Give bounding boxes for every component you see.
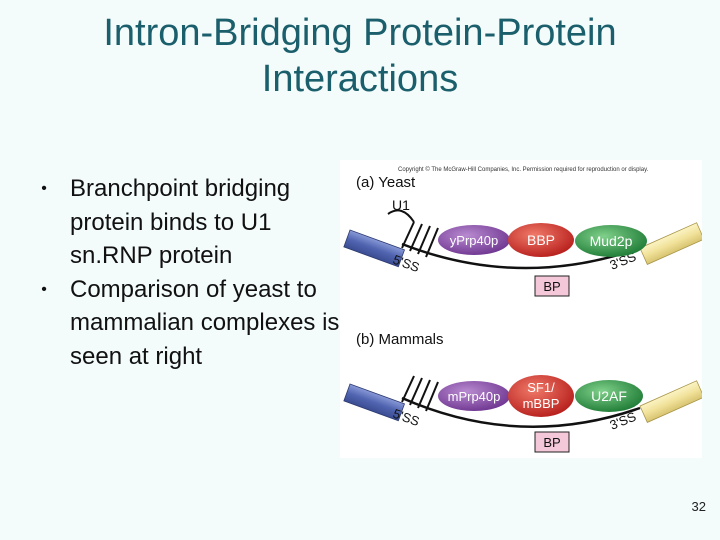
exon-right-a (639, 222, 705, 265)
mprp40p-protein (438, 381, 510, 411)
u2af-label: U2AF (591, 388, 627, 404)
bp-label-b: BP (543, 435, 560, 450)
exon-left-a (343, 229, 406, 268)
u2af-protein (575, 380, 643, 412)
five-ss-label-a: 5'SS (391, 252, 422, 275)
bp-box-a (534, 275, 570, 297)
bbp-protein (508, 223, 574, 257)
yprp40p-label: yPrp40p (450, 233, 498, 248)
page-number: 32 (691, 499, 706, 514)
intron-line-b (401, 396, 641, 429)
splicing-figure: Copyright © The McGraw-Hill Companies, I… (340, 160, 705, 458)
u1-base-pairs-b (401, 375, 439, 412)
sf1-mbbp-protein (508, 375, 574, 417)
title-line-1: Intron-Bridging Protein-Protein (103, 12, 617, 54)
exon-right-b (639, 380, 705, 423)
slide-title: Intron-Bridging Protein-Protein Interact… (0, 10, 720, 102)
mprp40p-label: mPrp40p (448, 389, 501, 404)
mud2p-protein (575, 225, 647, 257)
bp-box-b (534, 431, 570, 453)
bbp-label: BBP (527, 232, 555, 248)
splicing-diagram: Copyright © The McGraw-Hill Companies, I… (343, 166, 705, 453)
bullet-item: • Comparison of yeast to mammalian compl… (30, 273, 350, 374)
intron-line-a (401, 242, 641, 270)
yprp40p-protein (438, 225, 510, 255)
three-ss-label-b: 3'SS (608, 409, 639, 433)
panel-b-label: (b) Mammals (356, 331, 444, 348)
sf1-label: SF1/ (527, 380, 555, 395)
u1-snrna-line (387, 209, 415, 223)
u1-base-pairs-a (401, 221, 439, 258)
five-ss-label-b: 5'SS (391, 406, 422, 429)
bullet-list: • Branchpoint bridging protein binds to … (30, 172, 350, 373)
mud2p-label: Mud2p (590, 233, 633, 249)
mbbp-label: mBBP (523, 396, 560, 411)
bullet-dot: • (41, 280, 47, 298)
title-line-2: Interactions (261, 58, 459, 100)
bp-label-a: BP (543, 279, 560, 294)
bullet-text: Branchpoint bridging protein binds to U1… (70, 175, 291, 269)
panel-a-label: (a) Yeast (356, 174, 416, 191)
bullet-text: Comparison of yeast to mammalian complex… (70, 275, 340, 370)
bullet-item: • Branchpoint bridging protein binds to … (30, 172, 350, 273)
exon-left-b (343, 383, 406, 422)
bullet-dot: • (41, 180, 47, 197)
u1-label: U1 (392, 197, 410, 213)
copyright-note: Copyright © The McGraw-Hill Companies, I… (398, 166, 649, 173)
